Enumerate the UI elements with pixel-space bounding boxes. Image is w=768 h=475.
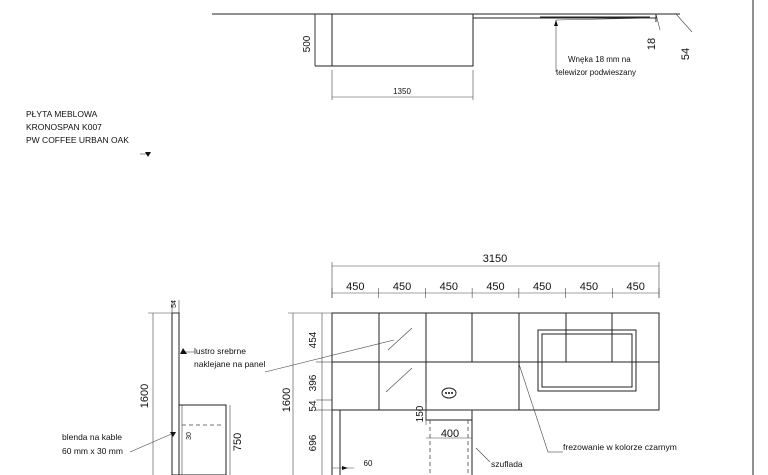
tv-frame-inner (541, 333, 633, 388)
row-height-2: 54 (308, 400, 319, 412)
dim-60-arrow (342, 466, 348, 470)
material-line2: KRONOSPAN K007 (26, 122, 102, 132)
module-width-label: 450 (533, 281, 551, 293)
module-width-label: 450 (486, 281, 504, 293)
module-ticks (331, 288, 660, 298)
dim-54-leader (675, 13, 693, 33)
material-note: PŁYTA MEBLOWA KRONOSPAN K007 PW COFFEE U… (26, 109, 151, 157)
side-dim-30: 30 (186, 432, 193, 440)
niche-note-line1: Wnęka 18 mm na (568, 55, 631, 64)
dim-18-label: 18 (646, 38, 658, 50)
row-height-3: 696 (308, 434, 319, 451)
mirror-label-line1: lustro srebrne (194, 346, 246, 356)
mirror-arrow (180, 348, 187, 354)
depth-dim-label: 500 (302, 35, 313, 52)
cable-arrow (170, 432, 176, 437)
module-width-labels: 450 450 450 450 450 450 450 (346, 281, 645, 293)
row-height-0: 454 (308, 331, 319, 348)
knob-dot-3 (451, 392, 453, 394)
niche-note-line2: telewizor podwieszany (556, 68, 636, 77)
drawer-leader (475, 447, 491, 463)
knob-dot-2 (448, 392, 450, 394)
height-label: 1600 (281, 388, 293, 412)
mirror-hatch-2 (385, 367, 413, 393)
cable-label-line2: 60 mm x 30 mm (62, 446, 123, 456)
dim-18-leader (655, 13, 661, 31)
top-view: 500 1350 Wnęka 18 mm na telewizor podwie… (212, 13, 693, 100)
overall-width-label: 3150 (483, 253, 507, 265)
front-view: 3150 450 450 450 450 450 450 450 (180, 253, 677, 475)
material-line3: PW COFFEE URBAN OAK (26, 135, 129, 145)
drawer-label: szuflada (491, 459, 523, 469)
drawer-front (425, 409, 473, 421)
cable-leader (129, 431, 177, 453)
mirror-leader (264, 339, 395, 373)
milling-leader (518, 363, 549, 453)
side-dim-54: 54 (171, 300, 178, 308)
cable-label-line1: blenda na kable (62, 432, 122, 442)
dim-150-label: 150 (415, 405, 426, 422)
side-view: 1600 54 30 750 blenda na kable 60 mm x 3… (62, 300, 244, 475)
side-dim-750: 750 (232, 433, 244, 451)
material-line1: PŁYTA MEBLOWA (26, 109, 98, 119)
knob-dot-1 (445, 392, 447, 394)
module-width-label: 450 (580, 281, 598, 293)
dim-54-label: 54 (680, 48, 692, 60)
mirror-label-line2: naklejane na panel (194, 359, 265, 369)
width-dim-label: 1350 (393, 87, 411, 96)
dim-60-label: 60 (364, 459, 373, 468)
niche-leader-a (555, 17, 653, 21)
top-cabinet-outline (331, 13, 474, 67)
niche-arrow (554, 20, 558, 26)
side-height-label: 1600 (139, 384, 151, 408)
row-height-1: 396 (308, 374, 319, 391)
milling-label: frezowanie w kolorze czarnym (563, 442, 677, 452)
tv-frame-outer (537, 329, 637, 392)
side-lower-cabinet (178, 404, 227, 475)
side-panel (171, 312, 180, 475)
material-arrow (145, 152, 151, 157)
knob-icon (441, 387, 457, 399)
module-width-label: 450 (346, 281, 364, 293)
module-width-label: 450 (440, 281, 458, 293)
mirror-hatch-1 (387, 327, 413, 351)
module-width-label: 450 (626, 281, 644, 293)
module-width-label: 450 (393, 281, 411, 293)
dim-400-label: 400 (441, 428, 459, 440)
